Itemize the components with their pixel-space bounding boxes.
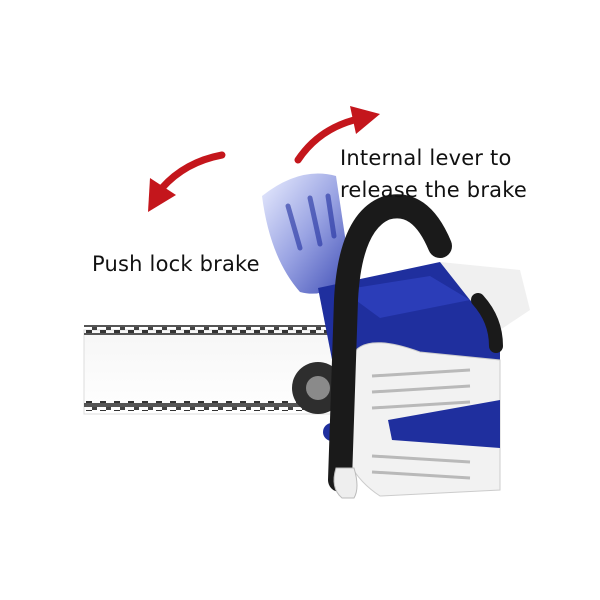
internal-lever-label-line1: Internal lever to: [340, 142, 527, 174]
internal-lever-label-line2: release the brake: [340, 174, 527, 206]
internal-lever-label: Internal lever to release the brake: [340, 142, 527, 206]
push-lock-brake-label: Push lock brake: [92, 248, 260, 280]
curved-arrow-left-icon: [148, 155, 222, 212]
